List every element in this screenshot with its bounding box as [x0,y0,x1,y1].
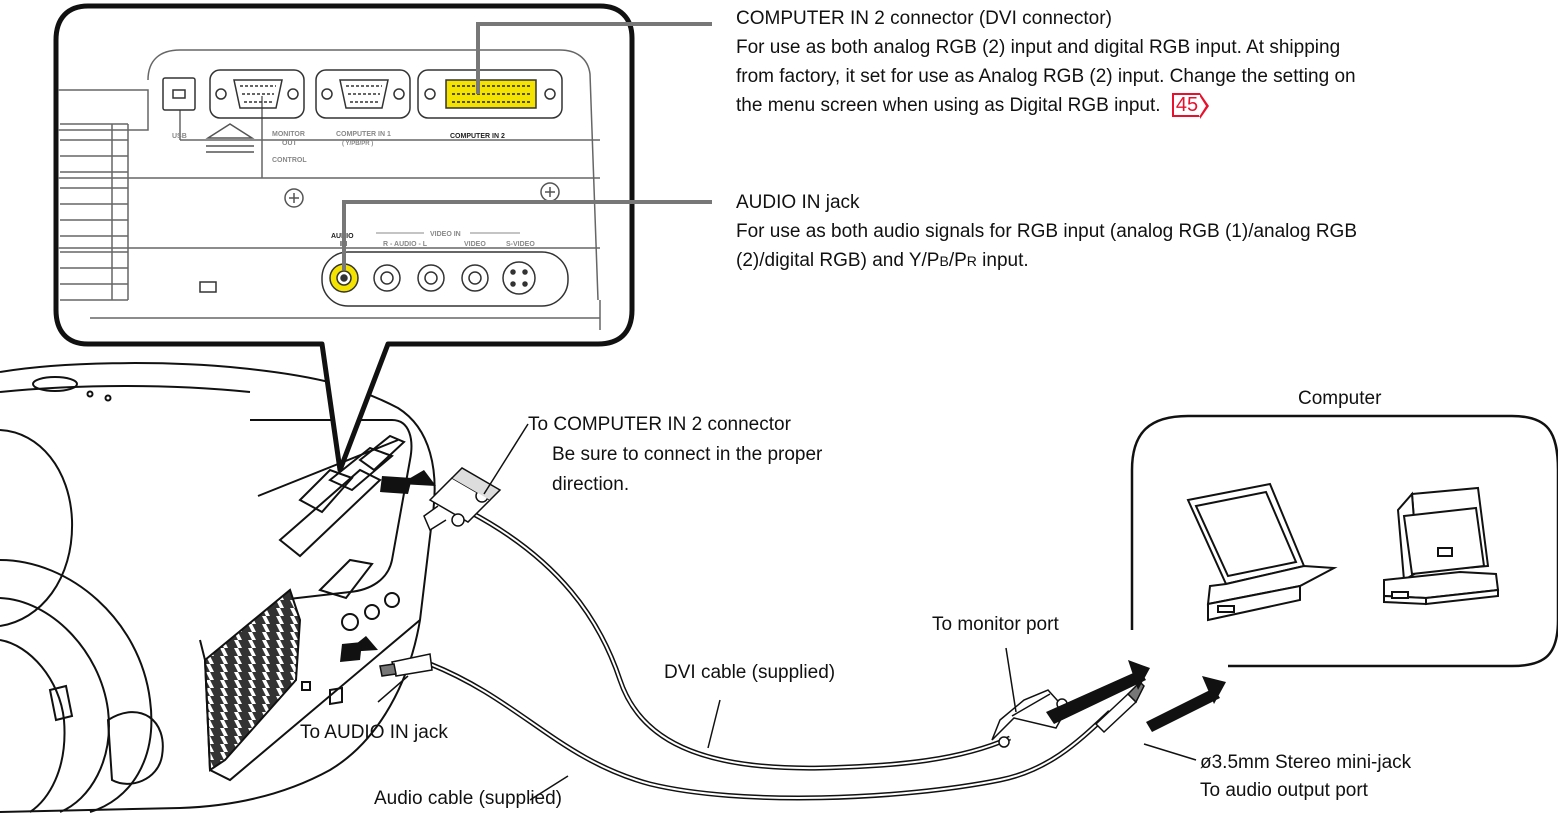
computer-box [1132,416,1558,666]
callout-dvi-title: COMPUTER IN 2 connector (DVI connector) [736,6,1112,32]
callout-dvi-desc-1: For use as both analog RGB (2) input and… [736,35,1340,61]
callout-dvi-desc-3: the menu screen when using as Digital RG… [736,95,1161,116]
label-to-monitor-port: To monitor port [932,612,1059,638]
label-computer: Computer [1298,386,1381,412]
label-dvi-cable: DVI cable (supplied) [664,660,835,686]
label-proper-direction-1: Be sure to connect in the proper [552,442,822,468]
usb-port [163,78,195,110]
audio-desc-2-part-c: /P [949,250,967,271]
label-control: CONTROL [272,157,307,164]
label-to-computer-in-2: To COMPUTER IN 2 connector [528,412,791,438]
label-proper-direction-2: direction. [552,472,629,498]
dvi-cable [470,512,1010,768]
label-r-audio-l: R - AUDIO - L [383,241,428,248]
label-monitor-out-1: MONITOR [272,131,305,138]
callout-audio-desc-2-row: (2)/digital RGB) and Y/PB/PR input. [736,248,1029,274]
audio-plug-projector [380,654,432,676]
desktop-icon [1384,488,1498,604]
label-mini-jack: ø3.5mm Stereo mini-jack [1200,750,1411,776]
label-usb: USB [172,133,187,140]
label-to-audio-in: To AUDIO IN jack [300,720,448,746]
audio-desc-2-part-a: (2)/digital RGB) and Y/P [736,250,939,271]
label-to-audio-output: To audio output port [1200,778,1368,804]
audio-desc-2-part-e: input. [977,250,1029,271]
audio-desc-2-part-b: B [939,253,948,269]
label-computer-in-1: COMPUTER IN 1 [336,131,391,138]
callout-audio-desc-1: For use as both audio signals for RGB in… [736,219,1357,245]
label-monitor-out-2: OUT [282,140,298,147]
callout-audio-title: AUDIO IN jack [736,190,860,216]
callout-dvi-desc-2: from factory, it set for use as Analog R… [736,64,1356,90]
label-s-video: S-VIDEO [506,241,535,248]
label-video-in: VIDEO IN [430,231,461,238]
laptop-icon [1188,484,1334,620]
label-computer-in-1-sub: ( Y/PB/PR ) [342,141,373,147]
label-audio-cable: Audio cable (supplied) [374,786,562,812]
callout-dvi-desc-3-row: the menu screen when using as Digital RG… [736,93,1200,119]
label-video: VIDEO [464,241,486,248]
label-computer-in-2: COMPUTER IN 2 [450,133,505,140]
audio-desc-2-part-d: R [967,253,977,269]
page-reference-link[interactable]: 45 [1172,93,1200,117]
computer-in-2-dvi-connector [418,70,562,118]
